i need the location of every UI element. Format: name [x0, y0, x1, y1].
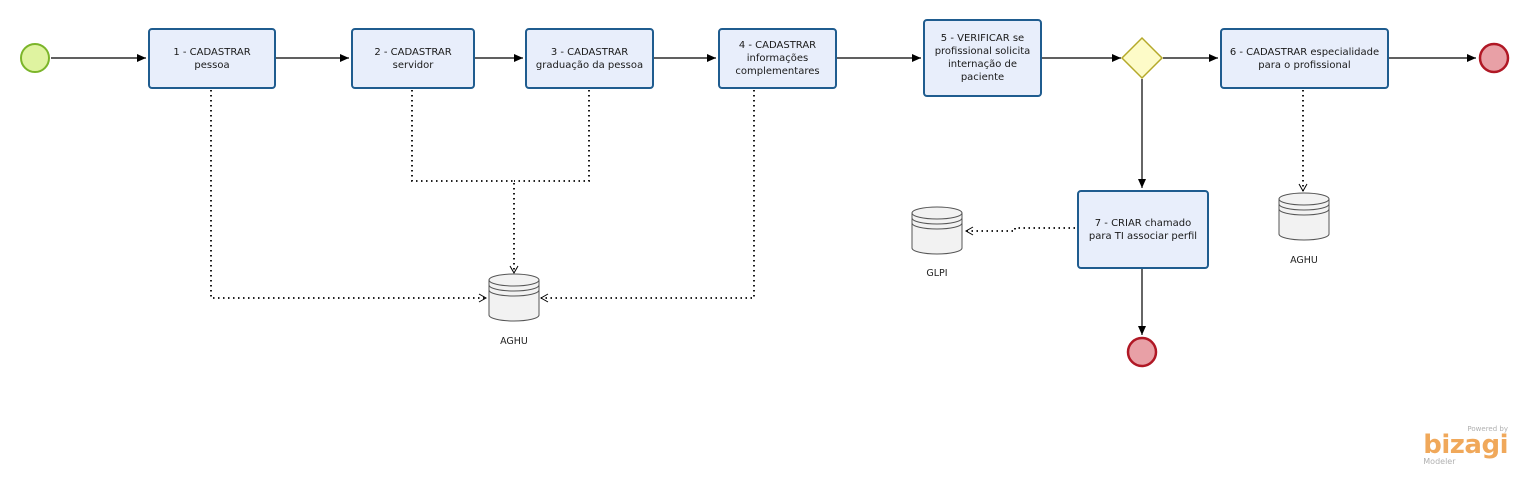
- task-verificar-internacao[interactable]: 5 - VERIFICAR se profissional solicita i…: [923, 19, 1042, 97]
- datastore-label-aghu-right: AGHU: [1290, 255, 1318, 266]
- task-cadastrar-pessoa[interactable]: 1 - CADASTRAR pessoa: [148, 28, 276, 89]
- datastore-aghu-right[interactable]: [1278, 192, 1330, 241]
- task-cadastrar-servidor[interactable]: 2 - CADASTRAR servidor: [351, 28, 475, 89]
- datastore-label-aghu-main: AGHU: [500, 336, 528, 347]
- assoc-t1-to-aghu: [210, 90, 488, 303]
- task-cadastrar-graduacao[interactable]: 3 - CADASTRAR graduação da pessoa: [525, 28, 654, 89]
- start-event[interactable]: [20, 43, 50, 73]
- exclusive-gateway[interactable]: [1120, 36, 1164, 80]
- task-cadastrar-especialidade[interactable]: 6 - CADASTRAR especialidade para o profi…: [1220, 28, 1389, 89]
- end-event-main[interactable]: [1478, 42, 1510, 74]
- assoc-t2-to-aghu: [411, 90, 519, 275]
- task-cadastrar-informacoes[interactable]: 4 - CADASTRAR informações complementares: [718, 28, 837, 89]
- logo-brand-text: bizagi: [1423, 430, 1508, 460]
- datastore-label-glpi: GLPI: [926, 268, 948, 279]
- logo-powered-text: Powered by: [1467, 425, 1508, 433]
- logo-sub-text: Modeler: [1423, 457, 1456, 466]
- end-event-ti[interactable]: [1126, 336, 1158, 368]
- assoc-t3-to-aghu: [514, 90, 590, 182]
- assoc-t4-to-aghu: [539, 90, 755, 303]
- datastore-glpi[interactable]: [911, 206, 963, 255]
- assoc-t7-to-glpi: [964, 226, 1075, 236]
- bizagi-logo: Powered by bizagi Modeler: [1423, 425, 1508, 466]
- datastore-aghu-main[interactable]: [488, 273, 540, 322]
- task-criar-chamado[interactable]: 7 - CRIAR chamado para TI associar perfi…: [1077, 190, 1209, 269]
